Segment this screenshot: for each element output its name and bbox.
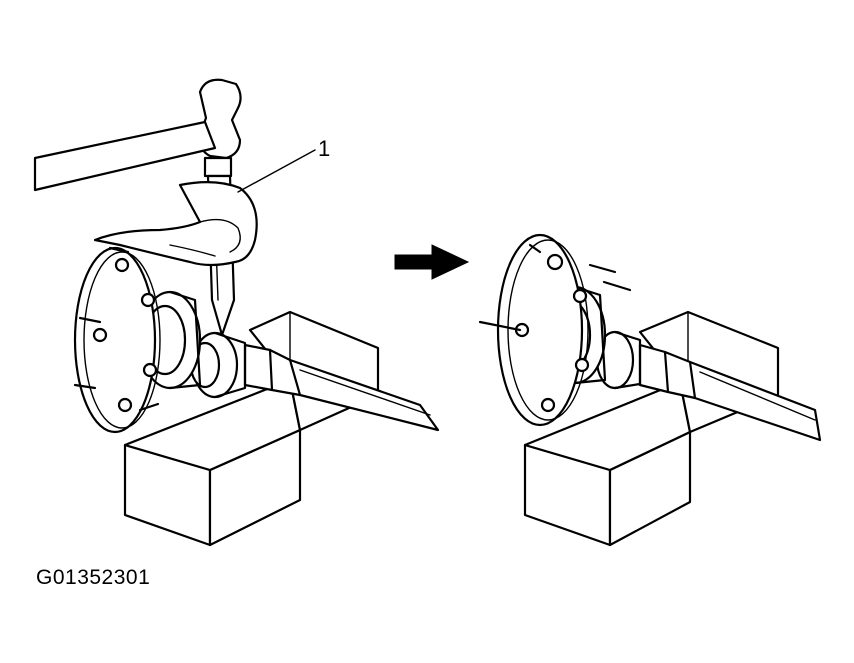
callout-leader-line (237, 149, 316, 193)
left-support-block (123, 310, 380, 547)
left-hub-flange (73, 246, 161, 434)
right-retainer-ring (595, 330, 642, 390)
right-hub-flange (478, 233, 632, 427)
figure-code: G01352301 (36, 566, 151, 589)
right-assembly (478, 233, 822, 547)
left-retainer-ring (189, 331, 247, 399)
left-hammer (33, 78, 242, 192)
right-arrow-icon (394, 244, 470, 280)
right-axle-shaft (638, 343, 822, 442)
left-assembly (33, 78, 440, 547)
left-hand (93, 181, 258, 267)
callout-number: 1 (318, 136, 331, 161)
left-axle-shaft (243, 343, 440, 432)
